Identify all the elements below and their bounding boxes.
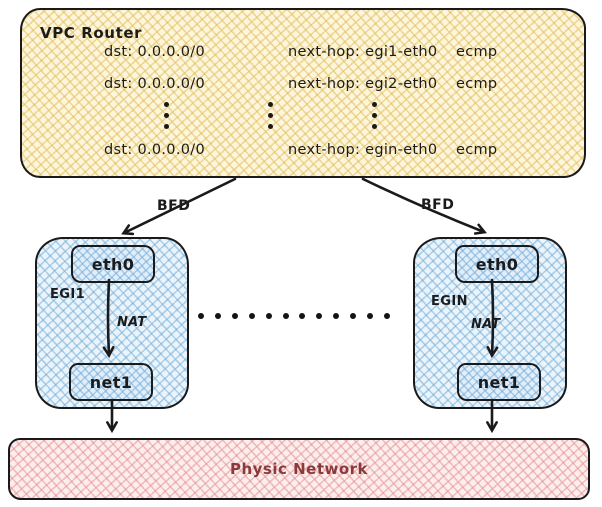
vertical-ellipsis xyxy=(372,102,377,129)
physic-network-label: Physic Network xyxy=(229,460,369,478)
route-dst: dst: 0.0.0.0/0 xyxy=(104,44,205,60)
egi1-name: EGI1 xyxy=(50,287,86,302)
egin-name: EGIN xyxy=(431,294,468,309)
route-next-hop: next-hop: egi2-eth0 xyxy=(288,76,438,92)
interface-label: eth0 xyxy=(91,254,135,274)
route-next-hop: next-hop: egin-eth0 xyxy=(288,142,438,158)
egi1-eth0-box: eth0 xyxy=(71,245,155,283)
route-next-hop: next-hop: egi1-eth0 xyxy=(288,44,438,60)
route-dst: dst: 0.0.0.0/0 xyxy=(104,76,205,92)
egi1-nat-label: NAT xyxy=(117,315,147,330)
interface-label: net1 xyxy=(89,372,133,392)
interface-label: net1 xyxy=(477,372,521,392)
egi1-net1-box: net1 xyxy=(69,363,153,401)
egin-box: eth0 EGIN NAT net1 xyxy=(413,237,567,409)
bfd-label-right: BFD xyxy=(421,197,455,213)
interface-label: eth0 xyxy=(475,254,519,274)
route-mode: ecmp xyxy=(456,142,498,158)
physic-network-box: Physic Network xyxy=(8,438,590,500)
vertical-ellipsis xyxy=(268,102,273,129)
egin-eth0-box: eth0 xyxy=(455,245,539,283)
egin-nat-label: NAT xyxy=(471,317,501,332)
route-mode: ecmp xyxy=(456,44,498,60)
vpc-router-title: VPC Router xyxy=(40,24,143,42)
route-row: dst: 0.0.0.0/0 next-hop: egin-eth0 ecmp xyxy=(104,142,497,158)
vpc-router-box: VPC Router dst: 0.0.0.0/0 next-hop: egi1… xyxy=(20,8,586,178)
bfd-label-left: BFD xyxy=(157,198,191,214)
route-dst: dst: 0.0.0.0/0 xyxy=(104,142,205,158)
route-row: dst: 0.0.0.0/0 next-hop: egi2-eth0 ecmp xyxy=(104,76,497,92)
egin-net1-box: net1 xyxy=(457,363,541,401)
route-row: dst: 0.0.0.0/0 next-hop: egi1-eth0 ecmp xyxy=(104,44,497,60)
vertical-ellipsis xyxy=(164,102,169,129)
egi1-box: eth0 EGI1 NAT net1 xyxy=(35,237,189,409)
gateway-ellipsis xyxy=(198,313,390,319)
route-mode: ecmp xyxy=(456,76,498,92)
